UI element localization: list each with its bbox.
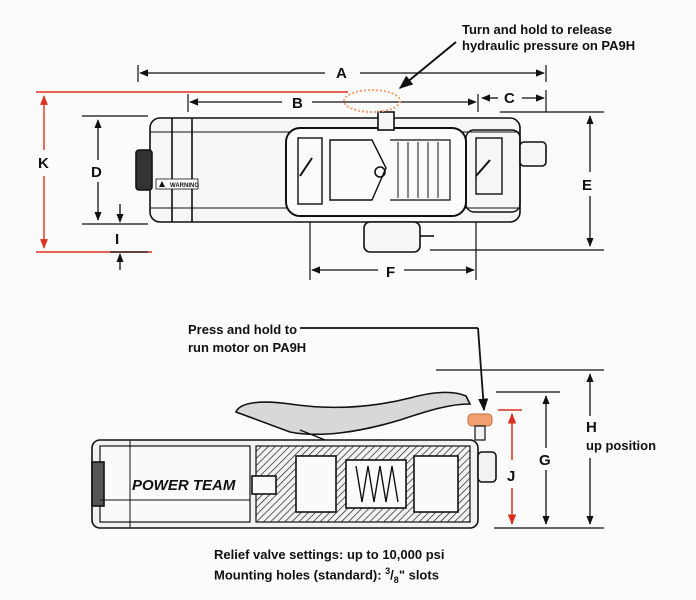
dimension-j: J bbox=[507, 412, 517, 526]
spec-notes: Relief valve settings: up to 10,000 psi … bbox=[214, 546, 514, 589]
dimension-label-c: C bbox=[504, 90, 515, 107]
dimension-label-h-up: up position bbox=[586, 438, 656, 453]
mounting-fraction-num: 3 bbox=[385, 566, 391, 576]
dimension-label-h: H bbox=[586, 419, 597, 436]
callout-release-arrow bbox=[398, 41, 457, 89]
dimension-i: I bbox=[110, 204, 148, 270]
dimension-a: A bbox=[137, 65, 547, 82]
foot-treadle bbox=[234, 391, 472, 436]
dimension-label-d: D bbox=[91, 164, 102, 181]
side-view: Press and hold to run motor on PA9H bbox=[91, 322, 656, 529]
dimension-label-f: F bbox=[386, 264, 395, 281]
dimension-label-i: I bbox=[115, 231, 119, 248]
mounting-holes-suffix: " slots bbox=[398, 567, 439, 583]
dimension-label-k: K bbox=[38, 155, 49, 172]
dimension-d: D bbox=[82, 115, 148, 225]
dimension-label-g: G bbox=[539, 452, 551, 469]
dimension-g: G bbox=[539, 395, 551, 525]
brand-label: POWER TEAM bbox=[132, 477, 236, 494]
mounting-fraction-den: 8 bbox=[393, 574, 399, 585]
callout-motor-arrow bbox=[477, 327, 489, 412]
relief-valve-note: Relief valve settings: up to 10,000 psi bbox=[214, 547, 445, 562]
dimension-label-j: J bbox=[507, 468, 515, 485]
callout-motor-line2: run motor on PA9H bbox=[188, 340, 306, 355]
callout-release-line2: hydraulic pressure on PA9H bbox=[462, 38, 635, 53]
warning-triangle-icon bbox=[159, 181, 165, 187]
dimension-label-b: B bbox=[292, 95, 303, 112]
dimension-b: B bbox=[187, 94, 479, 112]
pump-side-body bbox=[91, 439, 497, 529]
release-knob bbox=[343, 89, 401, 113]
callout-motor-line1: Press and hold to bbox=[188, 322, 297, 337]
pump-top-body bbox=[135, 111, 547, 253]
mounting-holes-note: Mounting holes (standard): 3/8" slots bbox=[214, 566, 439, 585]
callout-release-line1: Turn and hold to release bbox=[462, 22, 612, 37]
mounting-holes-prefix: Mounting holes (standard): bbox=[214, 567, 386, 583]
motor-button bbox=[467, 413, 493, 427]
dimension-h: H up position bbox=[586, 373, 656, 525]
dimension-e: E bbox=[430, 111, 604, 251]
top-view: A B C K D bbox=[36, 22, 635, 281]
warning-label: WARNING bbox=[170, 183, 199, 189]
dimension-c: C bbox=[481, 90, 547, 112]
spring bbox=[355, 465, 399, 503]
dimension-label-e: E bbox=[582, 177, 592, 194]
dimension-f: F bbox=[309, 210, 477, 281]
dimension-label-a: A bbox=[336, 65, 347, 82]
